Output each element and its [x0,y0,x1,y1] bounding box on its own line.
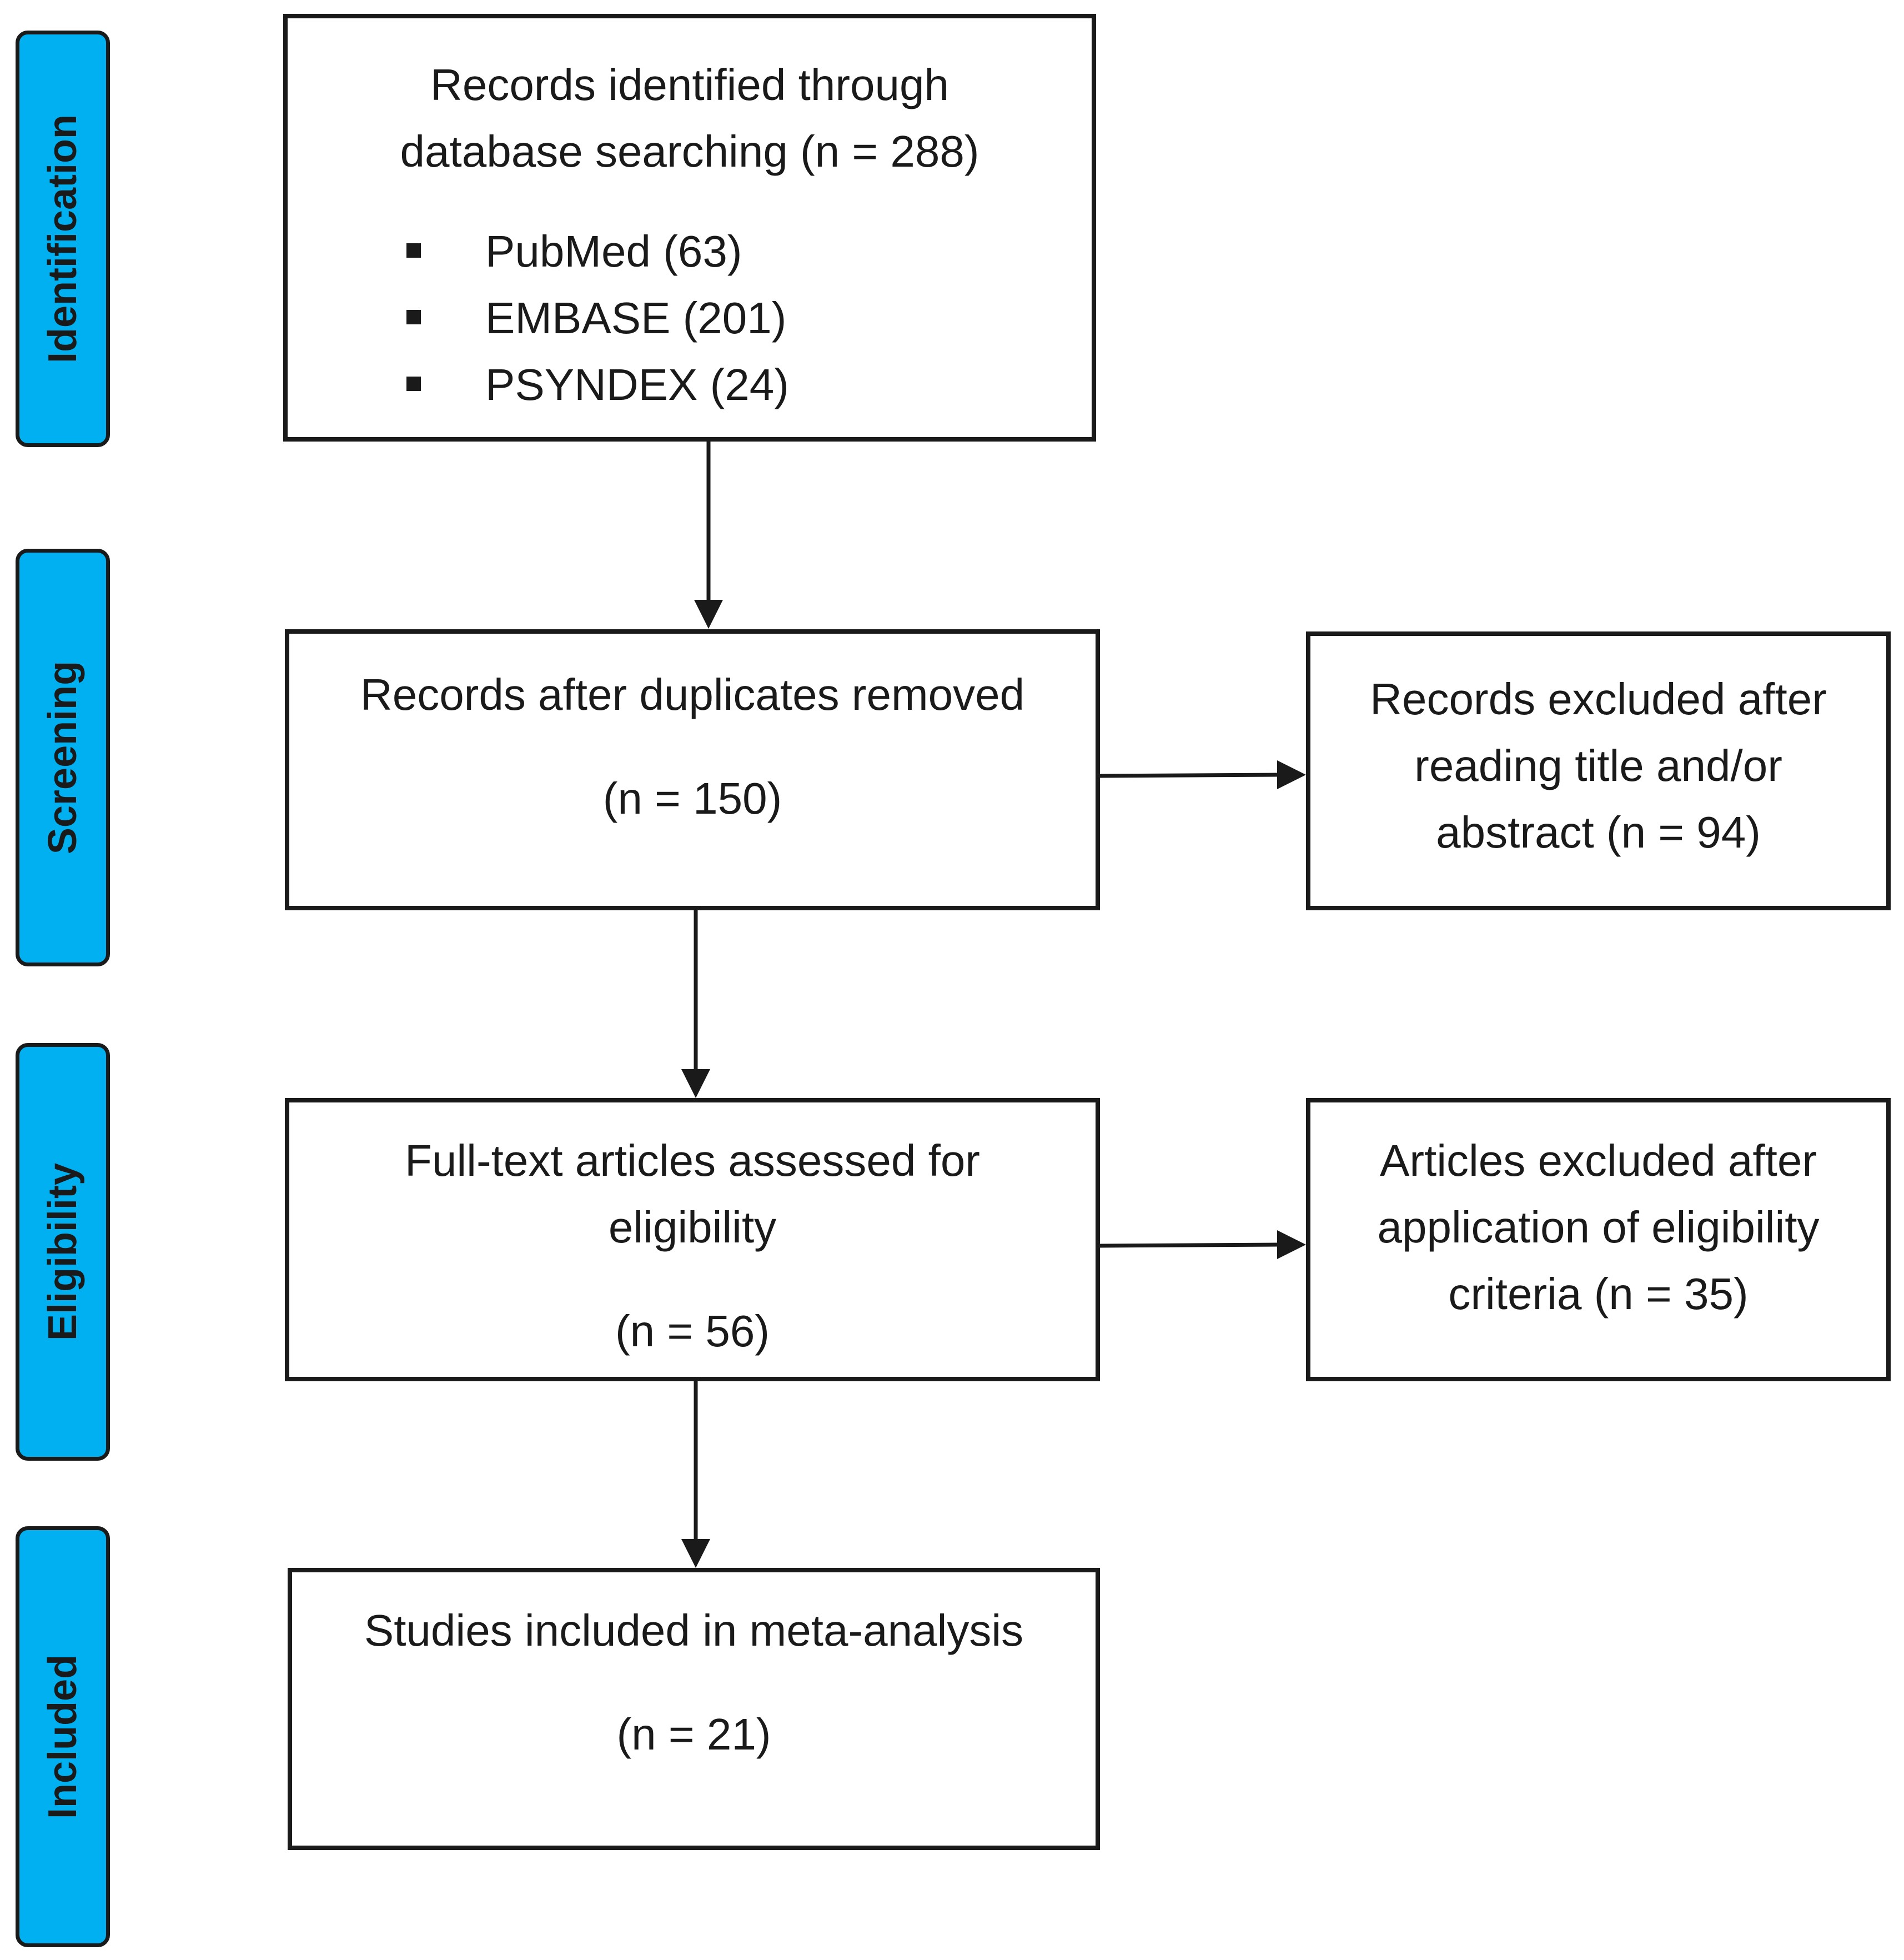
source-item: PSYNDEX (24) [406,352,789,418]
stage-tab-eligibility: Eligibility [16,1043,110,1461]
articles-excluded-box: Articles excluded after application of e… [1306,1098,1891,1381]
arrow-head-screened-to-excluded [1277,760,1306,789]
arrow-head-fulltext-to-excluded [1277,1230,1306,1259]
stage-tab-screening: Screening [16,549,110,966]
records-screened-box: Records after duplicates removed (n = 15… [285,629,1100,910]
arrow-head-fulltext-to-included [681,1539,710,1568]
records-excluded-line1: Records excluded after [1370,674,1827,724]
fulltext-line2: eligibility [608,1202,777,1252]
bullet-icon [406,243,421,258]
stage-tab-included: Included [16,1526,110,1947]
source-item: EMBASE (201) [406,285,789,352]
arrow-screened-to-excluded [1099,773,1278,778]
stage-label-eligibility: Eligibility [41,1162,85,1341]
fulltext-line1: Full-text articles assessed for [405,1136,980,1185]
records-excluded-box: Records excluded after reading title and… [1306,631,1891,910]
records-identified-line2: database searching (n = 288) [400,127,979,176]
stage-label-included: Included [41,1654,85,1819]
source-label: EMBASE (201) [485,293,787,343]
records-screened-count: (n = 150) [602,774,782,823]
records-excluded-line2: reading title and/or [1414,741,1782,790]
studies-included-box: Studies included in meta-analysis (n = 2… [288,1568,1100,1850]
stage-tab-identification: Identification [16,31,110,447]
source-label: PSYNDEX (24) [485,360,789,409]
arrow-head-identified-to-screened [694,600,723,629]
articles-excluded-line1: Articles excluded after [1379,1136,1817,1185]
studies-included-line1: Studies included in meta-analysis [364,1606,1024,1655]
arrow-head-screened-to-fulltext [681,1069,710,1098]
records-excluded-line3: abstract (n = 94) [1436,808,1761,857]
records-identified-box: Records identified through database sear… [283,14,1096,442]
bullet-icon [406,377,421,391]
bullet-icon [406,310,421,324]
articles-excluded-line3: criteria (n = 35) [1448,1269,1749,1319]
articles-excluded-line2: application of eligibility [1377,1202,1820,1252]
source-item: PubMed (63) [406,218,789,285]
database-sources-list: PubMed (63) EMBASE (201) PSYNDEX (24) [406,218,789,418]
stage-label-identification: Identification [41,114,85,363]
records-identified-line1: Records identified through [430,60,949,109]
source-label: PubMed (63) [485,227,742,276]
stage-label-screening: Screening [41,660,85,855]
arrow-fulltext-to-excluded [1099,1242,1278,1248]
fulltext-assessed-box: Full-text articles assessed for eligibil… [285,1098,1100,1381]
records-screened-line1: Records after duplicates removed [360,670,1025,719]
fulltext-count: (n = 56) [615,1306,770,1356]
studies-included-count: (n = 21) [616,1710,771,1759]
